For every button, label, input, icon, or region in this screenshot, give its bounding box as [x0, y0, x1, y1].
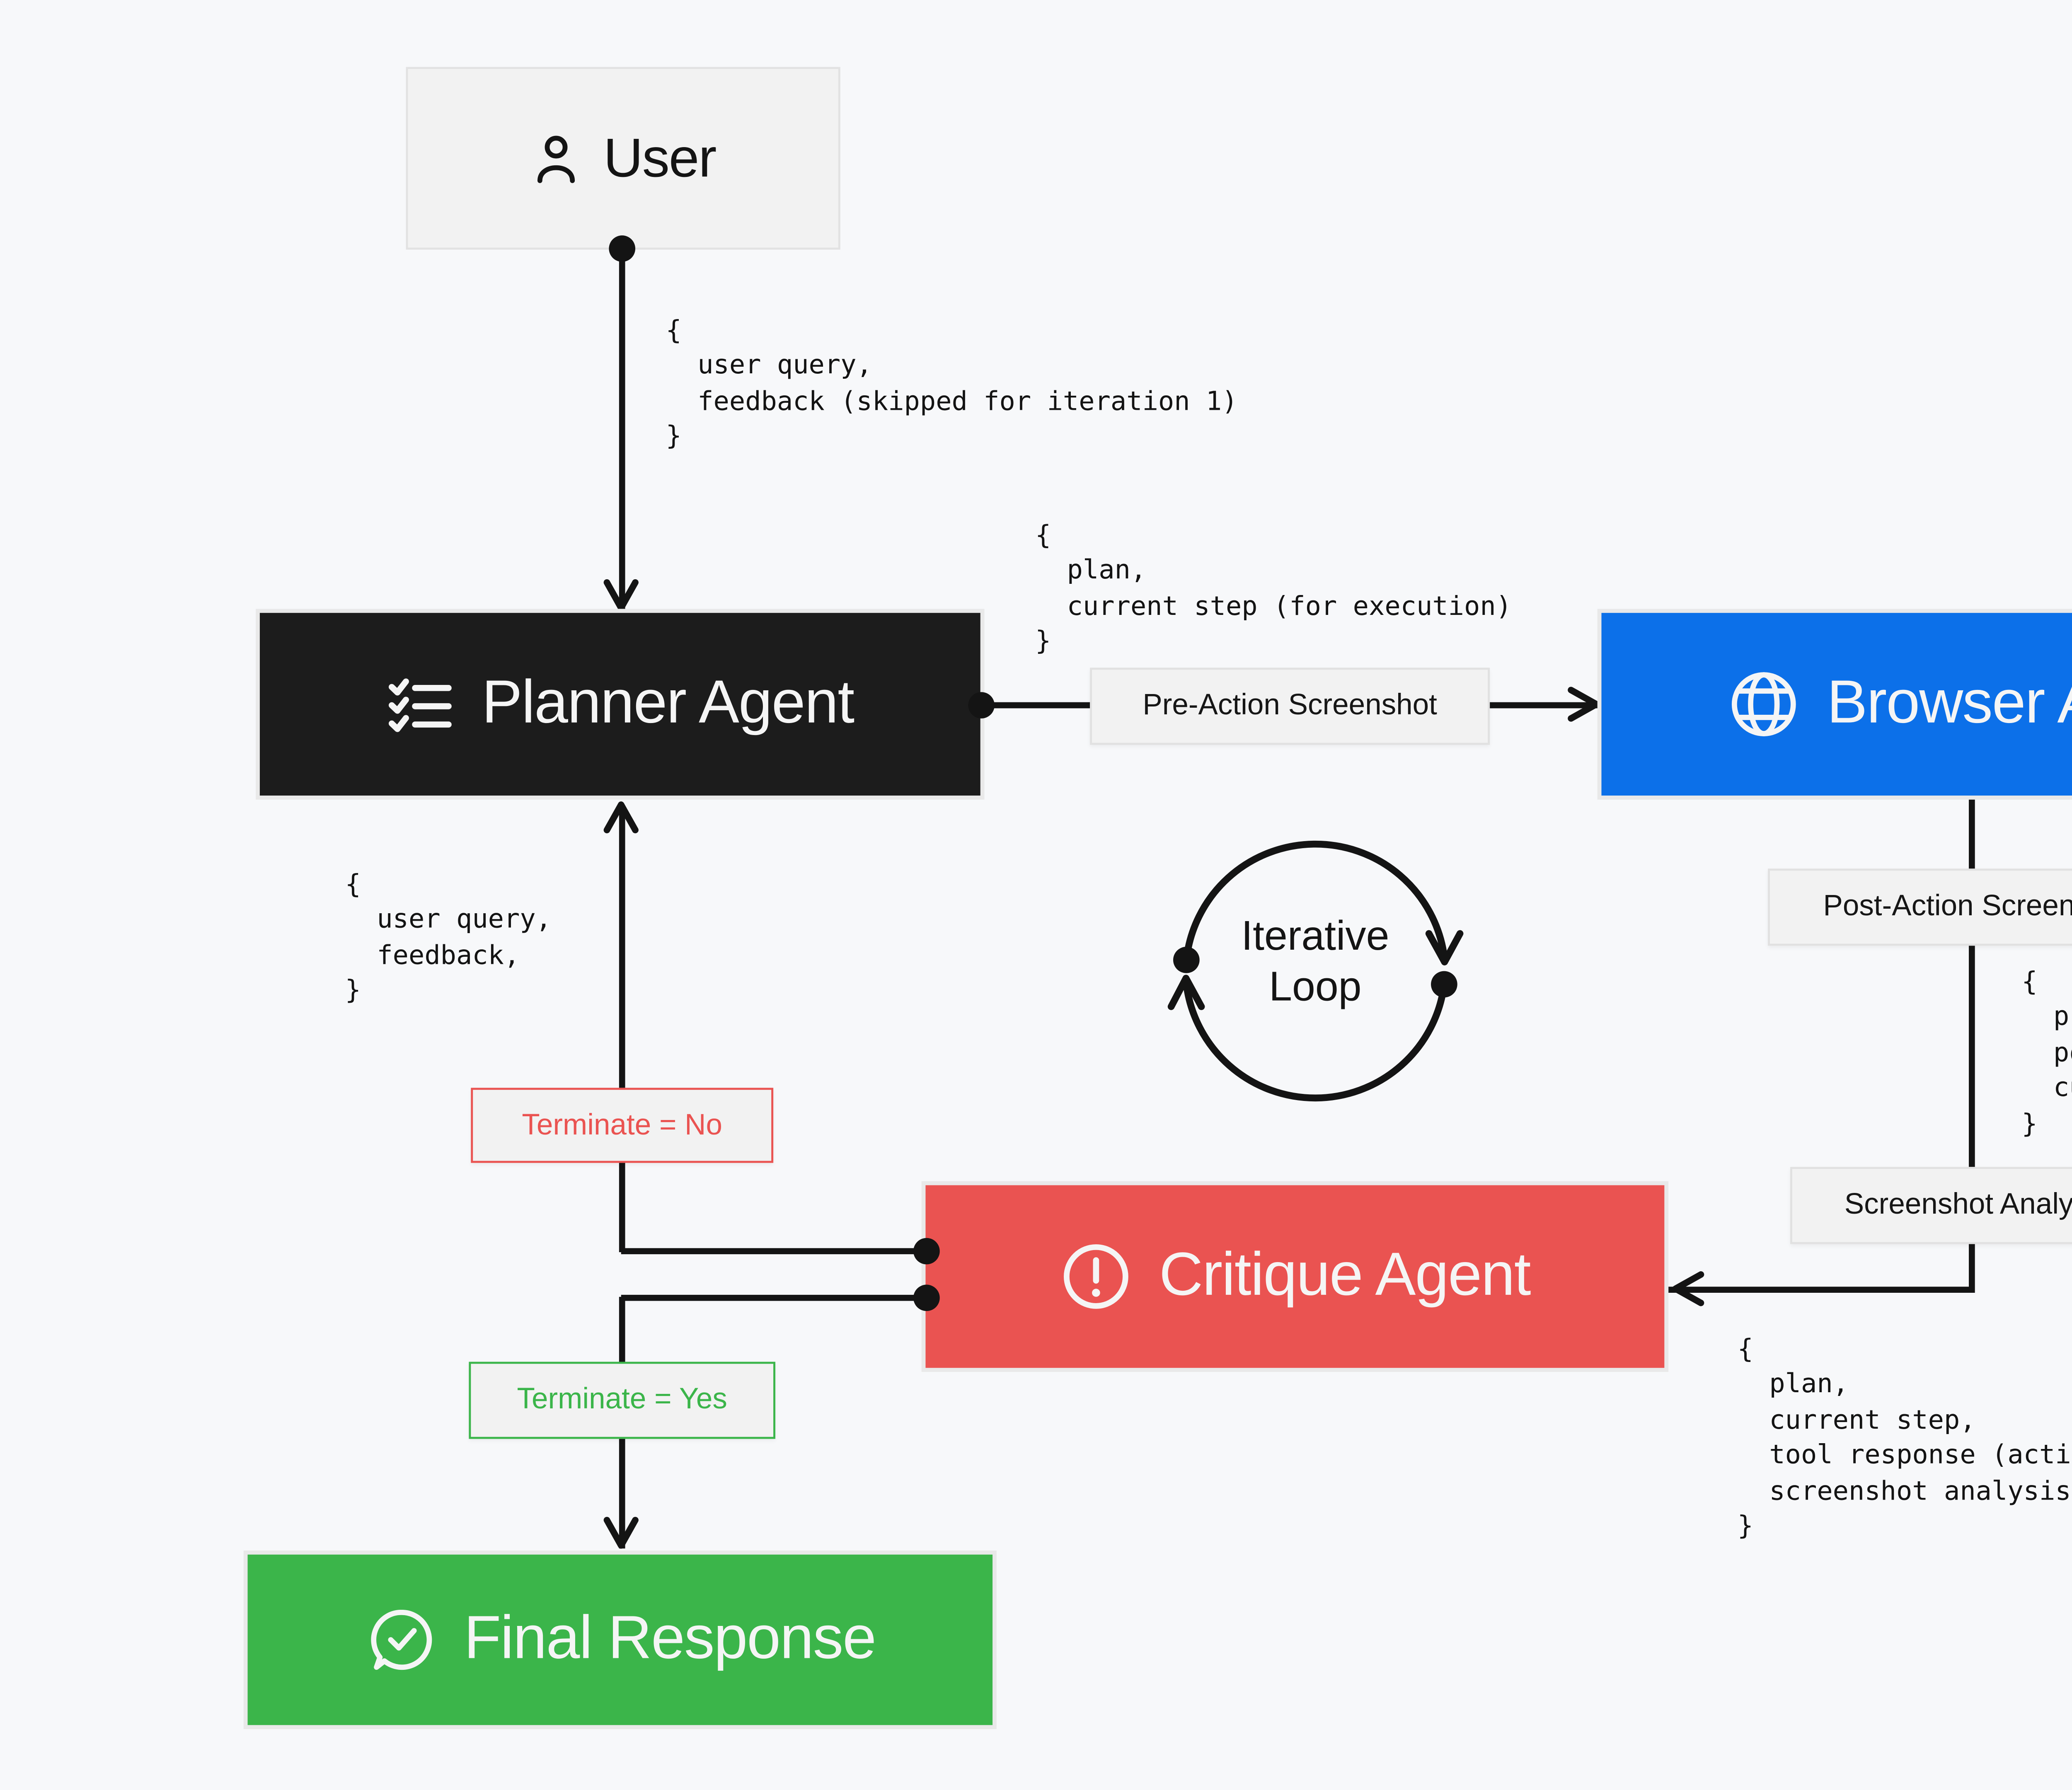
dot-critique-output-bottom [912, 1283, 939, 1310]
browser-agent-node: Browser Agent [1601, 613, 2072, 796]
connector-critique-to-planner-h [621, 1247, 926, 1253]
arrowhead-into-final [603, 1516, 639, 1548]
globe-icon [1732, 672, 1796, 736]
planner-agent-label: Planner Agent [482, 670, 855, 737]
arrowhead-into-browser [1566, 687, 1599, 722]
connector-browser-to-analysis [1968, 796, 1974, 1167]
connector-user-to-planner [618, 247, 625, 613]
arrowhead-into-planner-top [603, 578, 639, 610]
browser-agent-label: Browser Agent [1827, 670, 2072, 737]
user-node-label: User [603, 127, 716, 188]
person-icon [538, 135, 576, 183]
annotation-critique-to-planner: { user query, feedback, } [345, 871, 552, 1007]
user-node: User [406, 67, 840, 250]
pre-action-screenshot-label: Pre-Action Screenshot [1090, 668, 1490, 745]
final-response-label: Final Response [464, 1605, 876, 1672]
iterative-loop-icon [1167, 840, 1464, 1102]
connector-critique-to-final-h [621, 1294, 926, 1300]
connector-analysis-down [1968, 1240, 1974, 1293]
connector-critique-to-planner-v [618, 808, 625, 1253]
planner-agent-node: Planner Agent [259, 613, 980, 796]
checklist-icon [389, 678, 453, 732]
arrowhead-into-critique [1671, 1271, 1703, 1306]
final-response-node: Final Response [247, 1554, 993, 1725]
post-action-screenshot-label: Post-Action Screenshot [1768, 868, 2072, 946]
terminate-yes-label: Terminate = Yes [469, 1362, 776, 1439]
terminate-no-label: Terminate = No [471, 1088, 774, 1163]
screenshot-analysis-label: Screenshot Analysis [1790, 1167, 2072, 1244]
connector-yes-to-final [618, 1434, 625, 1549]
annotation-analysis-to-critique: { plan, current step, tool response (act… [1737, 1335, 2072, 1543]
annotation-browser-to-analysis: { pre-action ss, post-action ss, current… [2021, 968, 2072, 1140]
critique-agent-label: Critique Agent [1159, 1242, 1531, 1309]
annotation-planner-to-browser: { plan, current step (for execution) } [1035, 521, 1512, 658]
connector-analysis-to-critique [1668, 1285, 1973, 1292]
arrowhead-into-planner-bottom [603, 800, 639, 832]
critique-agent-node: Critique Agent [925, 1185, 1665, 1368]
iterative-loop-label: Iterative Loop [1241, 913, 1389, 1011]
alert-circle-icon [1064, 1244, 1129, 1309]
connector-critique-to-final-v [618, 1297, 625, 1364]
chat-check-icon [370, 1610, 431, 1670]
dot-critique-output-top [912, 1237, 939, 1263]
annotation-user-to-planner: { user query, feedback (skipped for iter… [666, 317, 1238, 453]
